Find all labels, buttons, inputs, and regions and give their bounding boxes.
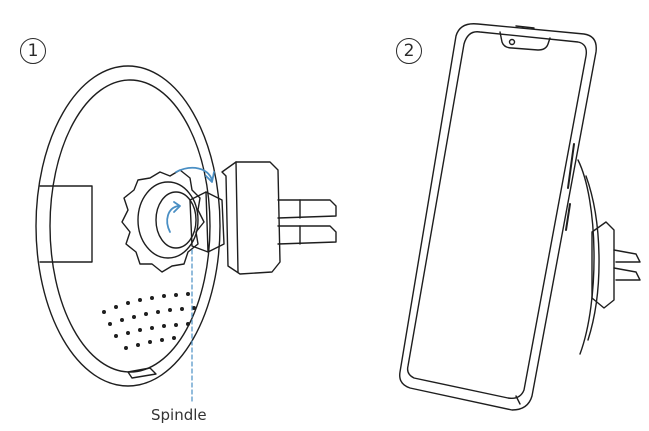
spindle-label: Spindle [151, 406, 207, 424]
locking-nut [121, 169, 205, 273]
charger-disc-outer [35, 65, 221, 387]
front-camera-icon [508, 38, 516, 46]
bottom-edge [515, 395, 521, 405]
vent-clip [221, 161, 337, 275]
phone-notch [499, 31, 551, 51]
speaker-grille [515, 25, 535, 29]
phone-body [399, 23, 597, 411]
charger-back-assembly [35, 65, 337, 403]
step-marker-1: 1 [20, 38, 46, 64]
charger-side-band [39, 185, 93, 263]
phone-screen [406, 31, 588, 400]
step-marker-2: 2 [396, 38, 422, 64]
charger-disc-inner [49, 79, 211, 373]
rotate-arrow-icon [166, 166, 215, 233]
charger-bottom-notch [127, 367, 157, 379]
charger-behind-phone [577, 159, 595, 355]
phone-mounted-assembly [399, 23, 641, 411]
vent-clip-behind [591, 221, 641, 309]
side-button-2 [565, 203, 571, 231]
side-button [567, 143, 575, 189]
vent-holes [102, 292, 196, 350]
